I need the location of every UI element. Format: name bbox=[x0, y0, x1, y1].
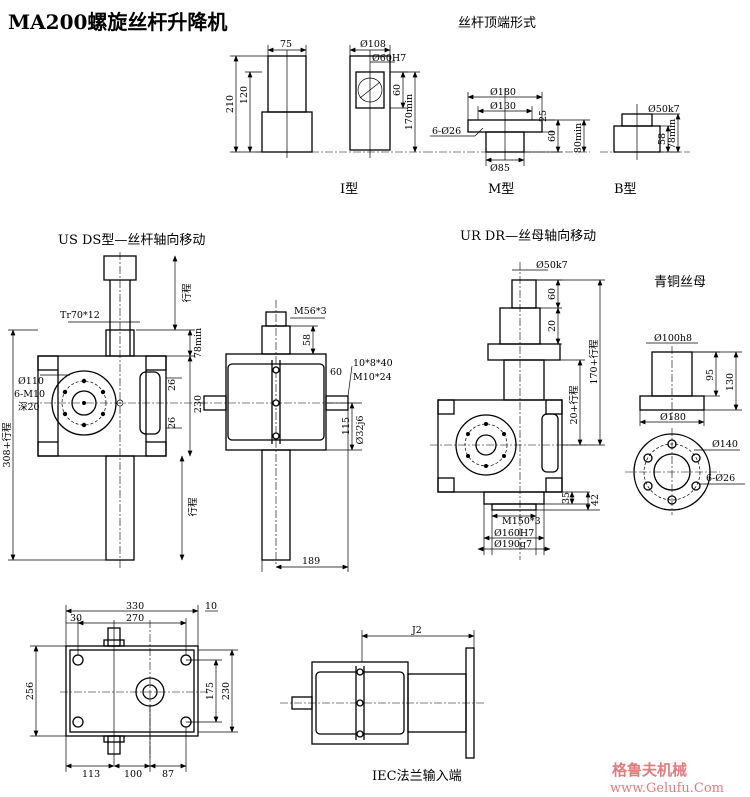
dim-us-depth20: 深20 bbox=[18, 402, 40, 413]
us-ds-side-view: M56*3 58 60 10*8*40 M10*24 115 Ø32j6 189 bbox=[200, 300, 393, 572]
dim-i-170min: 170min bbox=[404, 94, 415, 130]
dim-i-60: 60 bbox=[392, 84, 403, 96]
dim-i-75: 75 bbox=[280, 39, 292, 50]
dim-m-130: Ø130 bbox=[490, 101, 516, 112]
dim-b-50k7: Ø50k7 bbox=[648, 104, 680, 115]
dim-us-stroke-top: 行程 bbox=[181, 283, 193, 303]
drawing-title: MA200螺旋丝杆升降机 bbox=[8, 10, 227, 34]
dim-nut-130: 130 bbox=[725, 373, 736, 391]
iec-flange-view: J2 bbox=[280, 625, 485, 759]
dim-i-210: 210 bbox=[225, 95, 236, 113]
plan-view: 330 10 30 270 256 175 230 113 100 87 bbox=[25, 601, 238, 780]
dim-ur-35: 35 bbox=[561, 492, 572, 504]
dim-i-60h7: Ø60H7 bbox=[372, 53, 406, 64]
dim-plan-270: 270 bbox=[126, 613, 144, 624]
dim-nut-6x26: 6-Ø26 bbox=[706, 473, 735, 484]
dim-side-58: 58 bbox=[302, 334, 313, 346]
type-b-view: Ø50k7 58 78min B型 bbox=[600, 104, 690, 197]
dim-nut-95: 95 bbox=[705, 369, 716, 381]
watermark-brand: 格鲁夫机械 bbox=[612, 761, 687, 779]
dim-m-85: Ø85 bbox=[490, 163, 510, 174]
dim-ur-42: 42 bbox=[590, 494, 601, 506]
dim-iec-j2: J2 bbox=[411, 625, 422, 636]
dim-b-78min: 78min bbox=[667, 119, 678, 149]
top-end-forms-heading: 丝杆顶端形式 bbox=[458, 16, 536, 31]
dim-us-26b: 26 bbox=[167, 417, 178, 429]
dim-nut-100h8: Ø100h8 bbox=[654, 333, 692, 344]
ur-dr-view: Ø50k7 60 20 170+行程 20+行程 35 42 M150*3 Ø1… bbox=[430, 260, 605, 560]
dim-ur-20: 20 bbox=[547, 320, 558, 332]
bronze-nut-view: Ø100h8 95 130 Ø180 Ø140 6-Ø26 bbox=[625, 333, 745, 515]
dim-us-230: 230 bbox=[193, 395, 204, 413]
dim-ur-170: 170+行程 bbox=[588, 339, 600, 385]
dim-side-32j6: Ø32j6 bbox=[355, 416, 366, 445]
us-ds-heading: US DS型—丝杆轴向移动 bbox=[58, 232, 205, 248]
dim-side-key: 10*8*40 bbox=[353, 358, 393, 369]
dim-i-120: 120 bbox=[239, 86, 250, 104]
dim-us-6m10: 6-M10 bbox=[14, 389, 45, 400]
dim-side-m10: M10*24 bbox=[353, 372, 392, 383]
dim-nut-140: Ø140 bbox=[712, 439, 738, 450]
dim-ur-m150: M150*3 bbox=[502, 516, 541, 527]
dim-ur-60: 60 bbox=[547, 288, 558, 300]
dim-i-108: Ø108 bbox=[360, 39, 386, 50]
dim-m-180: Ø180 bbox=[490, 87, 516, 98]
watermark-url: www.Gelufu.Com bbox=[610, 781, 724, 796]
type-m-label: M型 bbox=[488, 182, 514, 197]
dim-side-m56: M56*3 bbox=[294, 306, 327, 317]
dim-m-6x26: 6-Ø26 bbox=[432, 126, 461, 137]
dim-us-tr70: Tr70*12 bbox=[60, 310, 100, 321]
dim-m-80min: 80min bbox=[573, 123, 584, 153]
dim-plan-256: 256 bbox=[25, 682, 36, 700]
dim-plan-175: 175 bbox=[205, 682, 216, 700]
dim-ur-160h7: Ø160H7 bbox=[494, 528, 534, 539]
dim-plan-10: 10 bbox=[205, 601, 217, 612]
us-ds-front-view: Tr70*12 行程 78min Ø110 6-M10 深20 26 230 2… bbox=[1, 252, 205, 570]
dim-us-26a: 26 bbox=[167, 379, 178, 391]
dim-plan-113: 113 bbox=[82, 769, 100, 780]
dim-us-stroke-bottom: 行程 bbox=[187, 497, 199, 517]
dim-us-308: 308+行程 bbox=[1, 422, 13, 468]
dim-plan-100: 100 bbox=[124, 769, 142, 780]
dim-m-60: 60 bbox=[547, 130, 558, 142]
dim-nut-180: Ø180 bbox=[660, 412, 686, 423]
dim-plan-87: 87 bbox=[162, 769, 174, 780]
dim-plan-30: 30 bbox=[70, 613, 82, 624]
type-i-label: I型 bbox=[340, 182, 358, 197]
dim-side-189: 189 bbox=[302, 556, 320, 567]
iec-heading: IEC法兰输入端 bbox=[372, 768, 462, 784]
dim-plan-230: 230 bbox=[221, 682, 232, 700]
dim-ur-50k7: Ø50k7 bbox=[536, 260, 568, 271]
dim-m-25: 25 bbox=[538, 110, 549, 122]
dim-ur-20stroke: 20+行程 bbox=[568, 385, 580, 425]
dim-b-58: 58 bbox=[657, 133, 668, 145]
bronze-nut-heading: 青铜丝母 bbox=[654, 275, 706, 290]
dim-us-110: Ø110 bbox=[18, 376, 44, 387]
dim-plan-330: 330 bbox=[126, 601, 144, 612]
dim-side-115: 115 bbox=[341, 417, 352, 435]
type-m-view: Ø180 Ø130 25 6-Ø26 60 80min Ø85 M型 bbox=[425, 87, 590, 197]
dim-ur-190g7: Ø190g7 bbox=[494, 539, 532, 550]
dim-us-78min: 78min bbox=[193, 328, 204, 358]
dim-side-60: 60 bbox=[330, 367, 342, 378]
type-b-label: B型 bbox=[614, 182, 637, 197]
ur-dr-heading: UR DR—丝母轴向移动 bbox=[460, 228, 596, 244]
type-i-view: 75 Ø108 Ø60H7 60 120 210 170min I型 bbox=[225, 39, 425, 197]
